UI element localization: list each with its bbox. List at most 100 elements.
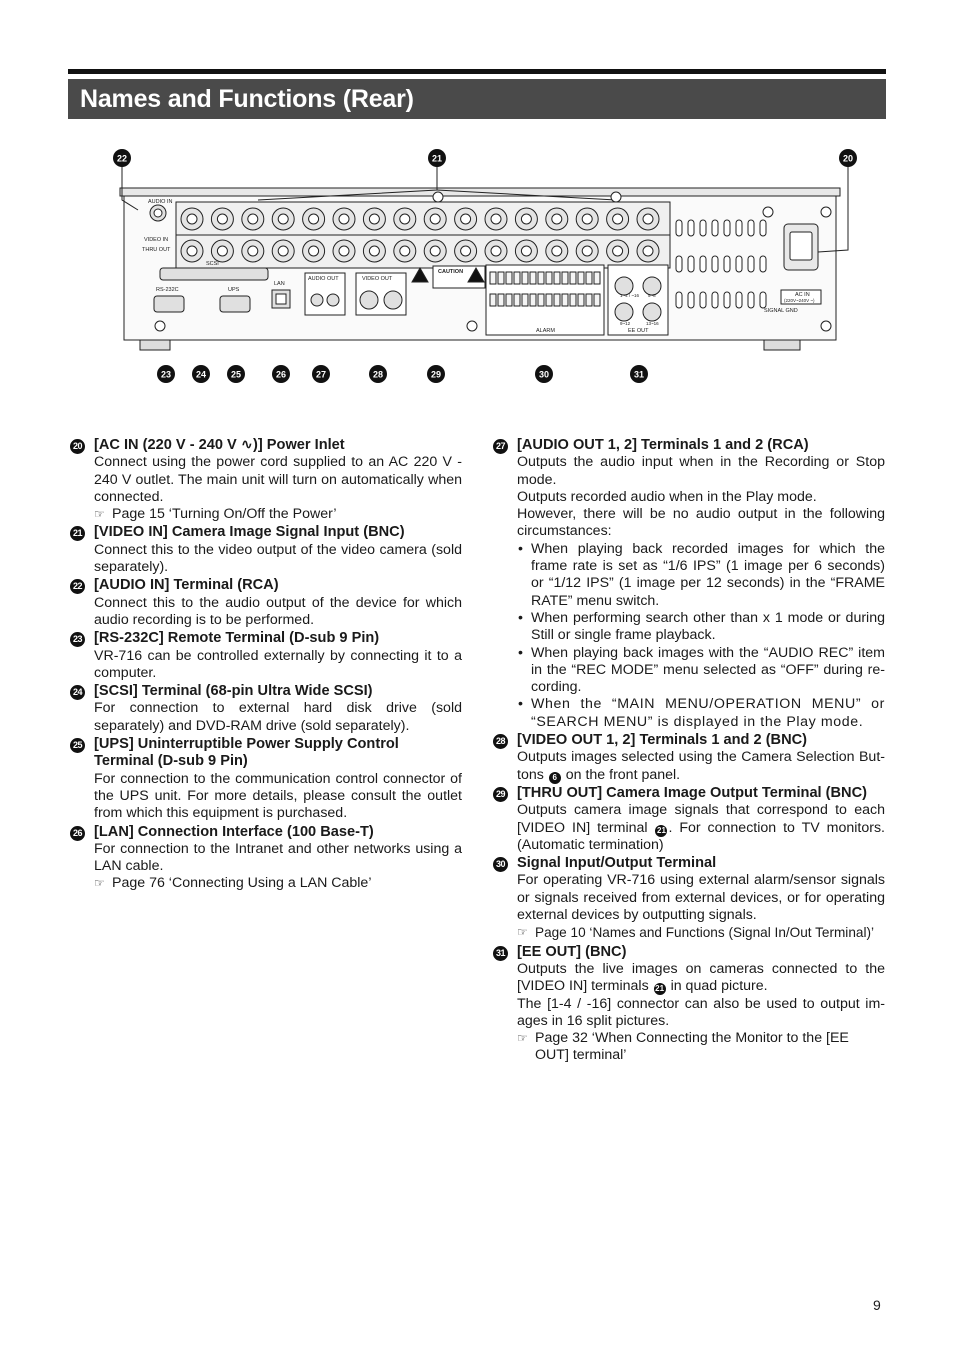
callout-badge: 23 [157, 365, 175, 383]
alarm-label: ALARM [536, 328, 555, 334]
vent-slot [723, 219, 731, 237]
item-26: 26 [LAN] Connection Interface (100 Base-T… [70, 824, 462, 893]
callout-badge: 20 [839, 149, 857, 167]
ups-label: UPS [228, 287, 240, 293]
item-paragraph: The [1-4 / -16] connector can also be us… [517, 995, 885, 1029]
top-rule [68, 69, 886, 74]
vent-slot [699, 219, 707, 237]
paragraph-text: Outputs images selected using the Camera… [517, 749, 885, 783]
vent-slot [723, 255, 731, 273]
ee-4-label: 13~16 [646, 321, 659, 326]
item-25: 25 [UPS] Uninterruptible Power Supply Con… [70, 736, 462, 822]
item-title: [LAN] Connection Interface (100 Base-T) [94, 823, 374, 840]
rear-panel-diagram: AUDIO IN VIDEO IN THRU OUT SCSI RS-232C … [68, 140, 886, 400]
callout-badge: 28 [369, 365, 387, 383]
page-reference: ☞Page 15 ‘Turning On/Off the Power’ [94, 506, 462, 523]
reference-text: Page 32 ‘When Connecting the Monitor to … [535, 1030, 849, 1064]
item-number-badge: 25 [70, 738, 85, 754]
terminal-screw [585, 271, 593, 285]
callout-number: 23 [161, 370, 171, 380]
callout-badge: 26 [272, 365, 290, 383]
terminal-screw [537, 271, 545, 285]
item-29: 29 [THRU OUT] Camera Image Output Termin… [493, 785, 885, 854]
paragraph-text: in quad picture. [670, 978, 768, 995]
ac-in-label: AC IN [795, 292, 810, 298]
terminal-screw [553, 271, 561, 285]
item-title: [AC IN (220 V - 240 V ∿)] Power Inlet [94, 437, 345, 453]
item-number-badge: 20 [70, 439, 85, 454]
item-22: 22[AUDIO IN] Terminal (RCA)Connect this … [70, 577, 462, 629]
vent-slot [735, 291, 743, 309]
item-31: 31 [EE OUT] (BNC) Outputs the live image… [493, 944, 885, 1065]
callout-number: 29 [431, 370, 441, 380]
bullet-item: When the “MAIN MENU/OPERATION MENU” or “… [517, 696, 885, 731]
pointing-hand-icon: ☞ [517, 925, 528, 940]
vent-slot [675, 291, 683, 309]
screw [466, 320, 478, 332]
vent-slot [675, 255, 683, 273]
screw [820, 320, 832, 332]
video-out-label: VIDEO OUT [362, 276, 393, 282]
item-paragraph: However, there will be no audio output i… [517, 506, 885, 540]
terminal-screw [505, 271, 513, 285]
terminal-screw [569, 271, 577, 285]
callout-number: 31 [634, 370, 644, 380]
terminal-screw [529, 271, 537, 285]
callout-number: 27 [316, 370, 326, 380]
bullet-list: When playing back recorded images for wh… [517, 541, 885, 731]
item-paragraph: For connection to the communication cont… [94, 770, 462, 822]
item-title: [AUDIO OUT 1, 2] Terminals 1 and 2 (RCA) [517, 437, 809, 453]
terminal-screw [593, 271, 601, 285]
lan-label: LAN [274, 281, 285, 287]
paragraph-text: Outputs camera image signals that corres… [517, 802, 885, 836]
audio-in-label: AUDIO IN [148, 199, 172, 205]
vent-slot [759, 291, 767, 309]
vent-slot [747, 255, 755, 273]
terminal-screw [585, 293, 593, 307]
item-23: 23[RS-232C] Remote Terminal (D-sub 9 Pin… [70, 630, 462, 682]
ac-range-label: (220V~240V ~) [784, 298, 815, 303]
screw [432, 191, 444, 203]
paragraph-text: on the front panel. [565, 766, 681, 783]
screw [610, 191, 622, 203]
reference-text: Page 76 ‘Connecting Using a LAN Cable’ [112, 875, 372, 892]
item-number-badge: 26 [70, 825, 85, 841]
signal-gnd-label: SIGNAL GND [764, 308, 798, 314]
terminal-screw [577, 293, 585, 307]
audio-out-label: AUDIO OUT [308, 276, 339, 282]
callout-number: 28 [373, 370, 383, 380]
callout-badge: 31 [630, 365, 648, 383]
paragraph-text: . For connection to TV monitors. (Automa… [517, 819, 885, 853]
item-title: [VIDEO OUT 1, 2] Terminals 1 and 2 (BNC) [517, 732, 808, 749]
vent-slot [687, 219, 695, 237]
item-title: [RS-232C] Remote Terminal (D-sub 9 Pin) [94, 630, 380, 647]
item-paragraph: Outputs the live images on cameras conne… [517, 961, 885, 996]
inline-reference-number: 21 [655, 824, 668, 837]
callout-badge: 21 [428, 149, 446, 167]
callout-badge: 30 [535, 365, 553, 383]
video-in-label: VIDEO IN [144, 237, 168, 243]
page-reference: ☞ Page 10 ‘Names and Functions (Signal I… [517, 924, 885, 942]
item-title: [UPS] Uninterruptible Power Supply Contr… [94, 736, 399, 770]
item-paragraph: Outputs the audio input when in the Reco… [517, 454, 885, 488]
item-30: 30 Signal Input/Output Terminal For oper… [493, 855, 885, 942]
item-number-badge: 21 [70, 526, 85, 542]
ee-2-label: 5~8 [648, 293, 656, 298]
page-reference: ☞Page 76 ‘Connecting Using a LAN Cable’ [94, 875, 462, 892]
terminal-screw [489, 293, 497, 307]
screw [762, 206, 774, 218]
page-reference: ☞ Page 32 ‘When Connecting the Monitor t… [517, 1030, 885, 1065]
terminal-screw [505, 293, 513, 307]
caution-label: CAUTION [438, 269, 463, 275]
terminal-screw [593, 293, 601, 307]
reference-text: Page 10 ‘Names and Functions (Signal In/… [535, 925, 875, 941]
terminal-screw [513, 293, 521, 307]
vent-slot [687, 255, 695, 273]
item-title: [AUDIO IN] Terminal (RCA) [94, 577, 279, 594]
vent-slot [711, 219, 719, 237]
callout-number: 24 [196, 370, 206, 380]
terminal-screw [545, 293, 553, 307]
item-number-badge: 24 [70, 685, 85, 701]
